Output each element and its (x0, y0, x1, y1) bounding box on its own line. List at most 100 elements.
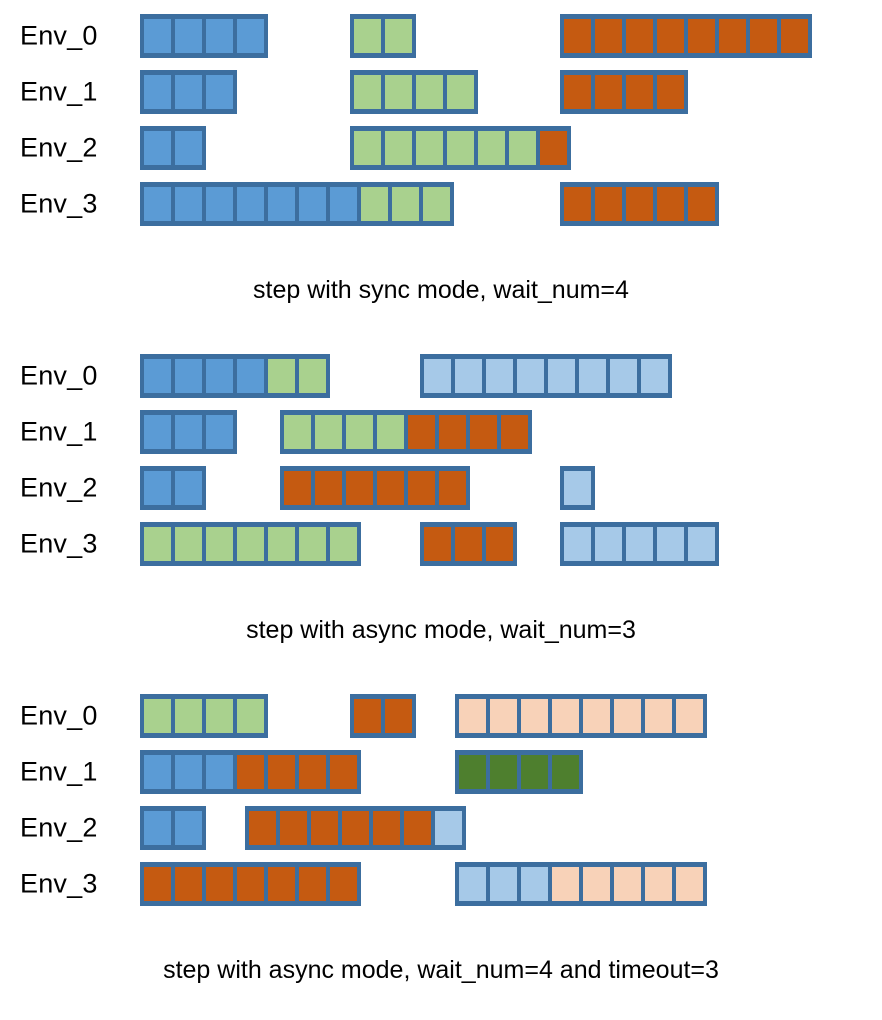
timeline-cell-blue (299, 187, 326, 221)
timeline-cell-dark-green (521, 755, 548, 789)
timeline-cell-blue (175, 811, 202, 845)
timeline-cell-blue (206, 19, 233, 53)
section-caption: step with async mode, wait_num=4 and tim… (163, 956, 719, 984)
timeline-cell-peach (676, 699, 703, 733)
timeline-cell-orange (657, 187, 684, 221)
timeline-cell-orange (206, 867, 233, 901)
timeline-cell-green (423, 187, 450, 221)
timeline-cell-light-blue (490, 867, 517, 901)
section-caption: step with sync mode, wait_num=4 (253, 276, 629, 304)
env-row: Env_1 (0, 64, 882, 120)
timeline-cell-orange (268, 755, 295, 789)
timeline-cell-blue (175, 471, 202, 505)
timeline-cell-orange (342, 811, 369, 845)
timeline-cell-peach (552, 699, 579, 733)
timeline-cell-orange (564, 75, 591, 109)
timeline-cell-green (509, 131, 536, 165)
timeline-block (350, 694, 416, 738)
env-row: Env_0 (0, 348, 882, 404)
timeline-cell-orange (299, 755, 326, 789)
timeline-block (140, 806, 206, 850)
timeline-block (560, 522, 719, 566)
timeline-cell-peach (552, 867, 579, 901)
timeline-cell-green (268, 359, 295, 393)
timeline-cell-light-blue (579, 359, 606, 393)
timeline-cell-green (237, 527, 264, 561)
timeline-cell-light-blue (424, 359, 451, 393)
timeline-cell-orange (439, 471, 466, 505)
timeline-cell-orange (564, 187, 591, 221)
timeline-cell-green (268, 527, 295, 561)
env-row: Env_2 (0, 460, 882, 516)
timeline-cell-peach (583, 867, 610, 901)
timeline-block (420, 354, 672, 398)
env-row: Env_3 (0, 856, 882, 912)
timeline-cell-blue (144, 755, 171, 789)
timeline-cell-orange (781, 19, 808, 53)
timeline-cell-orange (688, 19, 715, 53)
timeline-block (560, 14, 812, 58)
timeline-block (245, 806, 466, 850)
timeline-cell-orange (315, 471, 342, 505)
timeline-block (140, 522, 361, 566)
env-row: Env_3 (0, 516, 882, 572)
timeline-cell-orange (249, 811, 276, 845)
env-row-label: Env_3 (20, 868, 98, 899)
timeline-cell-green (416, 131, 443, 165)
timeline-block (140, 70, 237, 114)
timeline-cell-green (447, 75, 474, 109)
timeline-cell-peach (459, 699, 486, 733)
timeline-block (140, 126, 206, 170)
timeline-cell-orange (284, 471, 311, 505)
timeline-cell-orange (354, 699, 381, 733)
env-row-label: Env_0 (20, 20, 98, 51)
timeline-block (140, 354, 330, 398)
timeline-cell-orange (346, 471, 373, 505)
timeline-cell-green (385, 131, 412, 165)
timeline-cell-orange (144, 867, 171, 901)
timeline-cell-blue (144, 415, 171, 449)
timeline-cell-green (354, 131, 381, 165)
timeline-block (455, 750, 583, 794)
timeline-cell-light-blue (626, 527, 653, 561)
timeline-cell-blue (175, 755, 202, 789)
timeline-cell-green (299, 527, 326, 561)
timeline-cell-orange (330, 867, 357, 901)
timeline-cell-orange (626, 75, 653, 109)
timeline-cell-light-blue (657, 527, 684, 561)
env-row-label: Env_2 (20, 132, 98, 163)
timeline-cell-orange (626, 19, 653, 53)
env-row-label: Env_2 (20, 472, 98, 503)
timeline-cell-green (237, 699, 264, 733)
timeline-block (140, 182, 454, 226)
timeline-cell-green (361, 187, 388, 221)
timeline-cell-peach (614, 699, 641, 733)
timeline-cell-peach (645, 699, 672, 733)
timeline-cell-green (175, 699, 202, 733)
env-row-label: Env_3 (20, 528, 98, 559)
timeline-block (350, 14, 416, 58)
timeline-cell-green (478, 131, 505, 165)
timeline-cell-blue (175, 75, 202, 109)
timeline-cell-blue (175, 415, 202, 449)
timeline-cell-orange (595, 19, 622, 53)
timeline-cell-orange (657, 75, 684, 109)
timeline-cell-dark-green (552, 755, 579, 789)
env-row: Env_1 (0, 404, 882, 460)
env-row-label: Env_1 (20, 756, 98, 787)
timeline-cell-peach (583, 699, 610, 733)
timeline-cell-orange (330, 755, 357, 789)
timeline-cell-light-blue (595, 527, 622, 561)
timeline-cell-light-blue (435, 811, 462, 845)
timeline-cell-blue (175, 131, 202, 165)
timeline-cell-green (385, 75, 412, 109)
timeline-cell-blue (237, 359, 264, 393)
timeline-cell-green (447, 131, 474, 165)
timeline-block (455, 862, 707, 906)
timeline-block (140, 694, 268, 738)
timeline-cell-peach (490, 699, 517, 733)
env-row-label: Env_0 (20, 360, 98, 391)
env-row-label: Env_2 (20, 812, 98, 843)
